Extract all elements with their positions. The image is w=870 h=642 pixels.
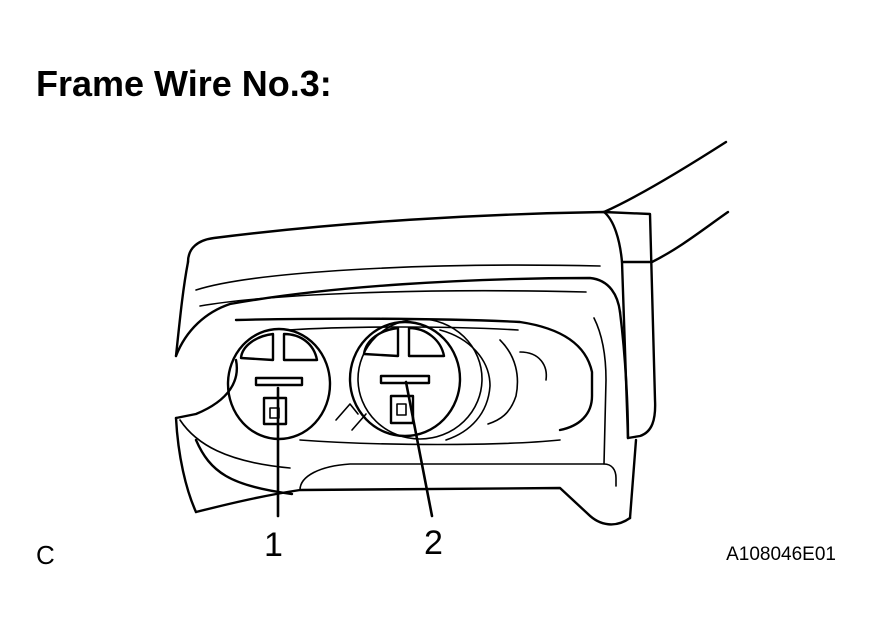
figure-id: A108046E01 (726, 544, 836, 565)
leader-line-2 (404, 380, 434, 518)
connector-housing (174, 210, 657, 440)
wire-harness (602, 140, 730, 264)
diagram-title: Frame Wire No.3: (36, 63, 332, 104)
callout-label-2: 2 (424, 524, 443, 562)
callout-label-1: 1 (264, 526, 283, 564)
socket-recess (234, 317, 594, 446)
connector-color-code: C (36, 540, 55, 570)
terminal-2 (348, 318, 491, 441)
